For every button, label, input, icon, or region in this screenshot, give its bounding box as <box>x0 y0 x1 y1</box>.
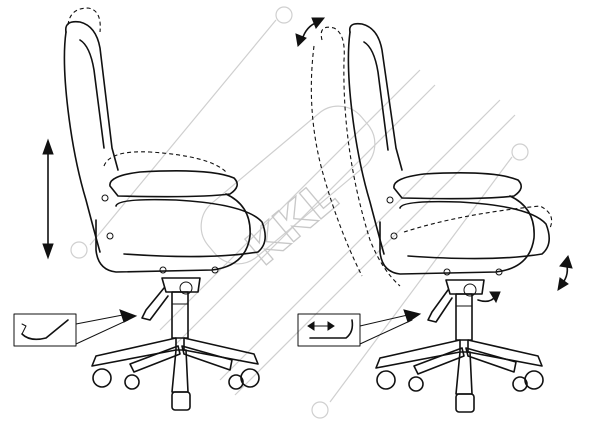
right-seat-cushion <box>399 200 550 260</box>
lever-inset-handle <box>309 319 354 339</box>
left-tilt-knob <box>179 281 193 295</box>
right-caster-wheel <box>524 370 544 390</box>
right-gas-lift <box>455 293 473 341</box>
left-caster-wheel <box>171 391 191 411</box>
left-headrest-raised-outline <box>67 7 101 33</box>
lever-inset-handle <box>21 319 69 341</box>
lever-inset-frame <box>297 313 361 347</box>
lever-inset-frame <box>13 313 77 347</box>
left-gas-lift <box>171 291 189 339</box>
right-tilt-knob <box>463 283 477 297</box>
left-base-leg <box>183 337 259 365</box>
right-caster-wheel <box>376 370 396 390</box>
right-seat-tilt-outline <box>403 205 553 233</box>
left-back-screw-icon <box>101 194 109 202</box>
left-support-screw-icon <box>159 266 167 274</box>
left-backrest-rear <box>63 31 101 253</box>
right-base-leg <box>467 339 543 367</box>
left-backrest-front <box>64 20 119 171</box>
right-caster-wheel <box>455 393 475 413</box>
left-mechanism <box>161 277 201 293</box>
right-back-screw-icon <box>390 232 398 240</box>
right-base-leg <box>413 347 465 375</box>
left-armrest-pad <box>109 170 238 198</box>
left-caster-wheel <box>92 368 112 388</box>
right-mechanism <box>445 279 485 295</box>
left-backrest-inner <box>79 39 105 149</box>
right-base-leg <box>465 347 517 373</box>
rotate-arrow-icon <box>557 254 573 291</box>
right-backrest-inner <box>363 41 389 151</box>
right-reclined-outline-rear <box>310 45 363 277</box>
left-armrest-raised-outline <box>103 151 227 173</box>
left-caster-wheel <box>228 374 244 390</box>
right-armrest-pad <box>393 172 522 200</box>
left-seat-cushion <box>115 198 266 258</box>
left-height-lever <box>141 287 169 321</box>
left-armrest-support <box>95 193 251 273</box>
left-support-screw-icon <box>211 266 219 274</box>
left-caster-wheel <box>124 374 140 390</box>
right-support-screw-icon <box>443 268 451 276</box>
right-backrest-rear <box>347 31 385 255</box>
right-caster-wheel <box>512 376 528 392</box>
left-base-leg <box>129 345 181 373</box>
left-chair <box>13 7 266 411</box>
right-backrest-front <box>348 22 403 171</box>
up-down-arrow-icon <box>42 138 54 260</box>
lever-pull-icon <box>13 309 138 347</box>
left-back-screw-icon <box>106 232 114 240</box>
rotate-arrow-icon <box>477 291 501 304</box>
lever-slide-icon <box>297 309 422 347</box>
left-caster-wheel <box>240 368 260 388</box>
right-chair <box>295 17 573 413</box>
rotate-arrow-icon <box>295 17 326 48</box>
left-base-leg <box>181 345 233 371</box>
right-back-screw-icon <box>386 196 394 204</box>
right-tilt-lever <box>427 289 453 323</box>
right-caster-wheel <box>408 376 424 392</box>
right-support-screw-icon <box>495 268 503 276</box>
right-armrest-support <box>379 195 535 275</box>
